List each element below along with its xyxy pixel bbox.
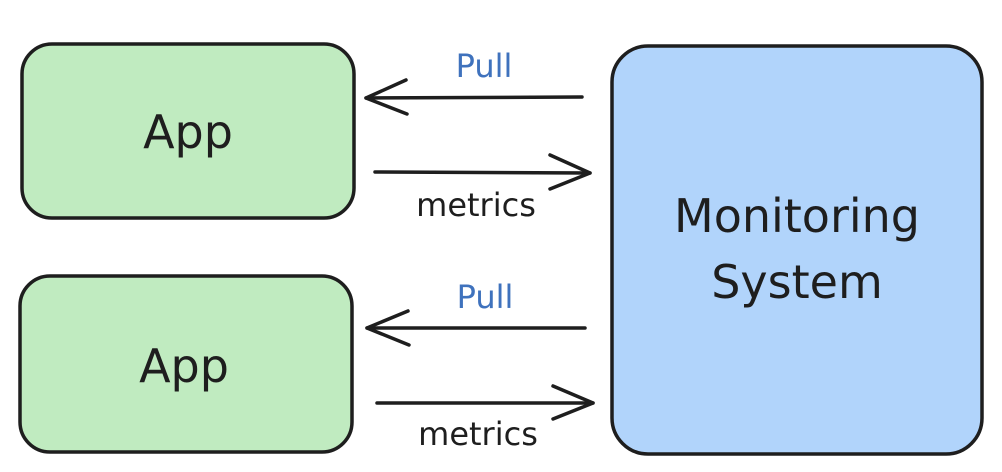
- monitoring-label-line-1: Monitoring: [674, 189, 920, 243]
- pull-arrow-1-head: [364, 78, 409, 116]
- app-box-2: [18, 274, 354, 454]
- pull-arrow-2: Pull: [365, 278, 587, 347]
- app-node-1: App: [20, 42, 356, 220]
- metrics-arrow-2: metrics: [375, 384, 595, 453]
- pull-label-2: Pull: [457, 278, 514, 316]
- metrics-arrow-1: metrics: [373, 153, 592, 224]
- pull-arrow-2-head: [365, 309, 411, 347]
- app-box-1: [20, 42, 356, 220]
- metrics-arrow-1-head: [548, 153, 592, 191]
- monitoring-system-box: [610, 44, 984, 456]
- pull-arrow-1: Pull: [364, 47, 584, 116]
- metrics-arrow-2-head: [551, 384, 595, 421]
- metrics-label-1: metrics: [416, 186, 536, 224]
- app-label-2: App: [139, 339, 229, 393]
- app-node-2: App: [18, 274, 354, 454]
- monitoring-system-node: Monitoring System: [610, 44, 984, 456]
- monitoring-label-line-2: System: [711, 255, 883, 309]
- pull-label-1: Pull: [456, 47, 513, 85]
- metrics-label-2: metrics: [418, 415, 538, 453]
- app-label-1: App: [143, 105, 233, 159]
- pull-arrow-1-line: [364, 95, 584, 100]
- metrics-arrow-1-line: [373, 170, 592, 175]
